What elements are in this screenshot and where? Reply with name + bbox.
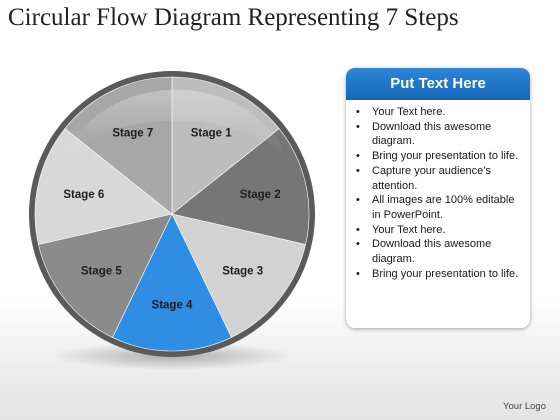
bullet-icon: • [356, 164, 360, 177]
panel-bullet-item: •All images are 100% editable in PowerPo… [356, 194, 515, 221]
panel-bullet-item: •Capture your audience’s attention. [356, 164, 492, 192]
stage-label-6: Stage 6 [63, 189, 104, 201]
bullet-icon: • [356, 194, 360, 207]
panel-bullet-item: •Download this awesome diagram. [356, 120, 492, 148]
bullet-icon: • [356, 120, 360, 133]
text-panel: Put Text Here •Your Text here. •Download… [346, 68, 530, 328]
pie-gloss-highlight [60, 89, 290, 170]
panel-bullet-item: •Bring your presentation to life. [356, 150, 519, 163]
stage-label-3: Stage 3 [222, 265, 263, 277]
pie-slice-stage-3 [171, 213, 306, 338]
stage-label-4: Stage 4 [152, 299, 194, 311]
stage-label-5: Stage 5 [81, 265, 123, 277]
page-title: Circular Flow Diagram Representing 7 Ste… [8, 4, 459, 31]
panel-bullet-item: •Your Text here. [356, 223, 446, 236]
pie-slice-stage-2 [171, 128, 310, 245]
bullet-icon: • [356, 106, 360, 118]
stage-label-1: Stage 1 [191, 128, 233, 140]
panel-bullet-item: •Your Text here. [356, 106, 446, 118]
bullet-icon: • [356, 267, 360, 280]
pie-slice-stage-6 [34, 128, 173, 245]
panel-bullet-item: •Bring your presentation to life. [356, 267, 519, 280]
panel-heading: Put Text Here [346, 68, 530, 100]
bullet-icon: • [356, 150, 360, 163]
panel-bullet-item: •Download this awesome diagram. [356, 238, 492, 266]
logo-text: Your Logo [503, 401, 546, 412]
bullet-icon: • [356, 238, 360, 251]
pie-slice-stage-5 [38, 213, 173, 338]
stage-label-7: Stage 7 [112, 128, 153, 140]
pie-slice-stage-4 [112, 213, 232, 352]
panel-bullet-list: •Your Text here. •Download this awesome … [346, 100, 530, 281]
bullet-icon: • [356, 223, 360, 236]
stage-label-2: Stage 2 [240, 189, 281, 201]
